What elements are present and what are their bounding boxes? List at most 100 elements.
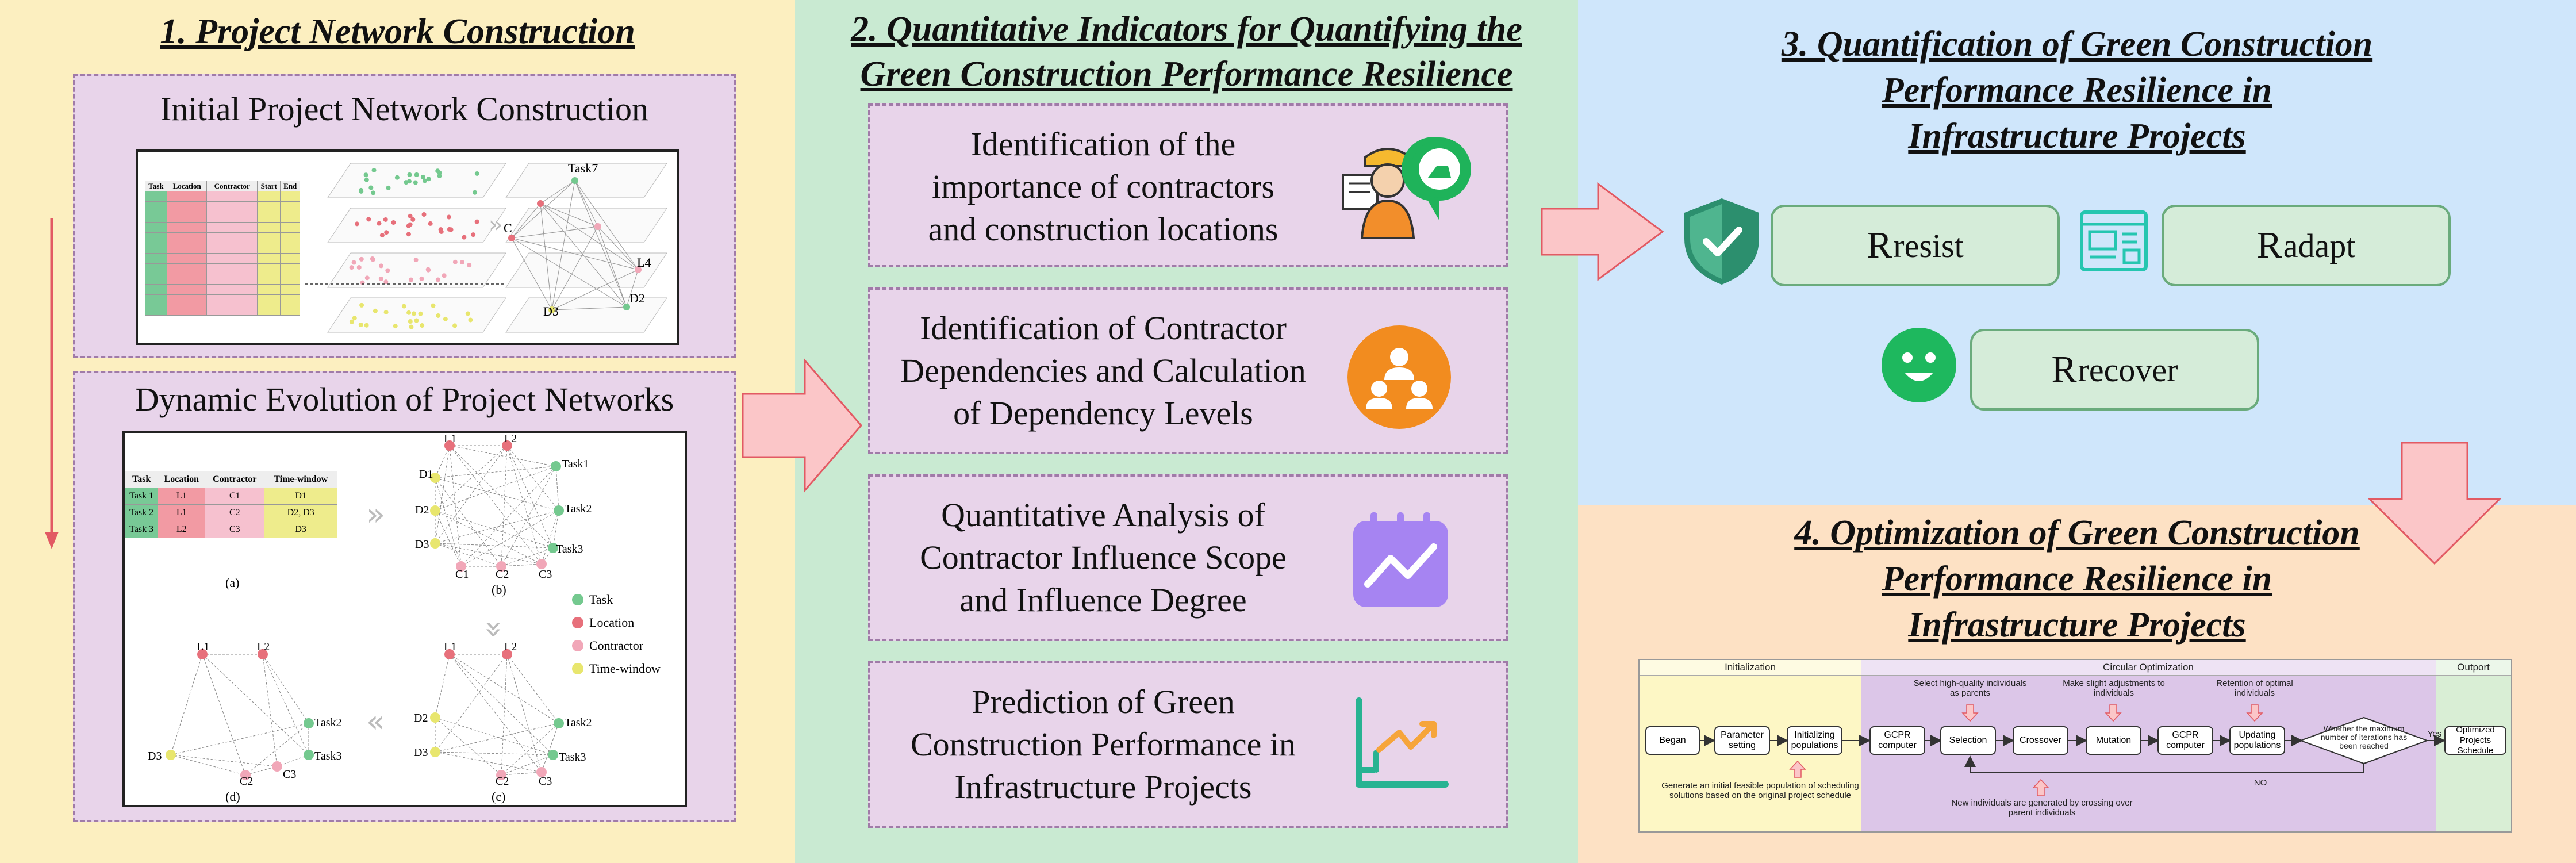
b-node-d3: D3 (415, 538, 429, 551)
c-node-c2: C2 (496, 775, 509, 788)
growth-chart-icon (1356, 697, 1449, 788)
d-node-task2: Task2 (314, 716, 341, 729)
arrow-right-icon (742, 358, 862, 493)
dynamic-evolution-box: Dynamic Evolution of Project Networks Ta… (73, 371, 736, 822)
panel3-title-line3: Infrastructure Projects (1908, 117, 2246, 156)
sub-label-b: (b) (492, 582, 506, 597)
node-label-time1: D3 (543, 304, 559, 319)
panel4-title-line3: Infrastructure Projects (1908, 605, 2246, 645)
indicator-influence-text: Quantitative Analysis of Contractor Infl… (920, 496, 1287, 619)
smiley-face-icon (1882, 328, 1956, 402)
node-label-location: L4 (637, 255, 651, 270)
optimization-flowchart: Initialization Circular Optimization Out… (1638, 659, 2512, 833)
panel3-title-line2: Performance Resilience in (1882, 71, 2272, 110)
note-retain-optimal: Retention of optimal individuals (2216, 678, 2293, 698)
panel4-title-line2: Performance Resilience in (1882, 559, 2272, 599)
sub-label-a: (a) (225, 576, 239, 590)
d-node-c3: C3 (283, 768, 296, 781)
indicator-influence: Quantitative Analysis of Contractor Infl… (868, 474, 1508, 641)
b-node-task1: Task1 (562, 458, 589, 470)
section-circular-optimization: Circular Optimization (2103, 662, 2194, 673)
flow-crossover: Crossover (2013, 726, 2068, 755)
panel2-title-line2: Green Construction Performance Resilienc… (860, 55, 1513, 94)
d-node-l2: L2 (257, 640, 270, 653)
dynamic-evolution-title: Dynamic Evolution of Project Networks (135, 381, 674, 418)
b-node-task3: Task3 (556, 543, 583, 555)
sub-label-d: (d) (225, 789, 240, 804)
b-node-c1: C1 (455, 568, 469, 581)
legend-task: Task (589, 592, 613, 607)
c-node-c3: C3 (539, 775, 552, 788)
node-label-contractor: C (504, 221, 512, 235)
flow-updating-populations: Updating populations (2229, 726, 2285, 755)
flow-initializing-populations: Initializing populations (1787, 726, 1842, 755)
b-node-task2: Task2 (565, 503, 592, 515)
arrow-down-icon (2367, 442, 2502, 565)
indicator-importance-text: Identification of the importance of cont… (928, 125, 1279, 248)
flow-parameter-setting: Parameter setting (1714, 726, 1770, 755)
arrow-right-icon-2 (1541, 182, 1664, 281)
panel2-title-line1: 2. Quantitative Indicators for Quantifyi… (851, 10, 1522, 49)
c-node-d2: D2 (414, 712, 428, 724)
note-select-parents: Select high-quality individuals as paren… (1913, 678, 2027, 698)
calendar-trend-icon (1353, 512, 1448, 607)
panel3-title-line1: 3. Quantification of Green Construction (1781, 25, 2373, 64)
team-dependency-icon (1347, 325, 1451, 429)
flow-began: Began (1645, 726, 1700, 755)
panel-quantitative-indicators: 2. Quantitative Indicators for Quantifyi… (795, 0, 1578, 863)
note-no: NO (2253, 778, 2267, 788)
panel4-title-line1: 4. Optimization of Green Construction (1794, 513, 2360, 553)
section-initialization: Initialization (1725, 662, 1776, 673)
flow-gcpr-computer-1: GCPR computer (1869, 726, 1925, 755)
indicator-dependencies: Identification of Contractor Dependencie… (868, 287, 1508, 454)
node-label-task7: Task7 (568, 161, 598, 175)
chevron-down-icon: » (477, 620, 513, 639)
evolution-task-table: Task Location Contractor Time-window Tas… (124, 471, 337, 538)
indicator-dependencies-text: Identification of Contractor Dependencie… (900, 309, 1306, 432)
panel-optimization: 4. Optimization of Green Construction Pe… (1578, 505, 2576, 863)
indicator-prediction: Prediction of Green Construction Perform… (868, 661, 1508, 828)
indicator-prediction-text: Prediction of Green Construction Perform… (910, 683, 1296, 806)
initial-task-table: Task Location Contractor Start End (145, 181, 300, 316)
browser-window-icon (2080, 210, 2148, 271)
initial-network-title: Initial Project Network Construction (160, 90, 648, 128)
panel-project-network: 1. Project Network Construction Initial … (0, 0, 795, 863)
engineer-location-icon (1342, 137, 1471, 239)
shield-check-icon (1684, 198, 1759, 285)
legend-location: Location (589, 615, 634, 630)
indicator-importance: Identification of the importance of cont… (868, 103, 1508, 267)
panel-quantification: 3. Quantification of Green Construction … (1578, 0, 2576, 505)
b-node-c3: C3 (539, 568, 552, 581)
b-node-l1: L1 (444, 432, 456, 445)
c-node-l2: L2 (504, 640, 517, 653)
c-node-task3: Task3 (559, 751, 586, 764)
initial-network-figure: Task Location Contractor Start End (136, 149, 679, 345)
flow-mutation: Mutation (2086, 726, 2141, 755)
d-node-l1: L1 (197, 640, 209, 653)
panel1-title: 1. Project Network Construction (160, 12, 635, 51)
initial-network-box: Initial Project Network Construction Tas… (73, 74, 736, 358)
flow-optimized-schedule: Optimized Projects Schedule (2444, 725, 2506, 755)
chevron-left-icon: « (366, 703, 385, 739)
chevron-right-icon: » (366, 496, 385, 532)
flow-iteration-decision: Whether the maximum number of iterations… (2320, 724, 2408, 750)
b-node-d1: D1 (419, 468, 433, 481)
c-node-task2: Task2 (565, 716, 592, 729)
sub-label-c: (c) (492, 789, 505, 804)
vertical-arrow-icon (45, 218, 59, 549)
b-node-l2: L2 (504, 432, 517, 445)
legend-time-window: Time-window (589, 661, 661, 676)
section-outport: Outport (2457, 662, 2490, 673)
legend-contractor: Contractor (589, 638, 644, 653)
b-node-d2: D2 (415, 504, 429, 516)
d-node-task3: Task3 (314, 750, 341, 762)
flow-gcpr-computer-2: GCPR computer (2157, 726, 2213, 755)
flow-arrows (1700, 704, 2446, 796)
node-label-time2: D2 (629, 291, 645, 305)
d-node-c2: C2 (240, 775, 253, 788)
initial-network-layers: » Task7 C L4 D3 D2 (305, 161, 667, 333)
note-adjust-individuals: Make slight adjustments to individuals (2063, 678, 2165, 698)
